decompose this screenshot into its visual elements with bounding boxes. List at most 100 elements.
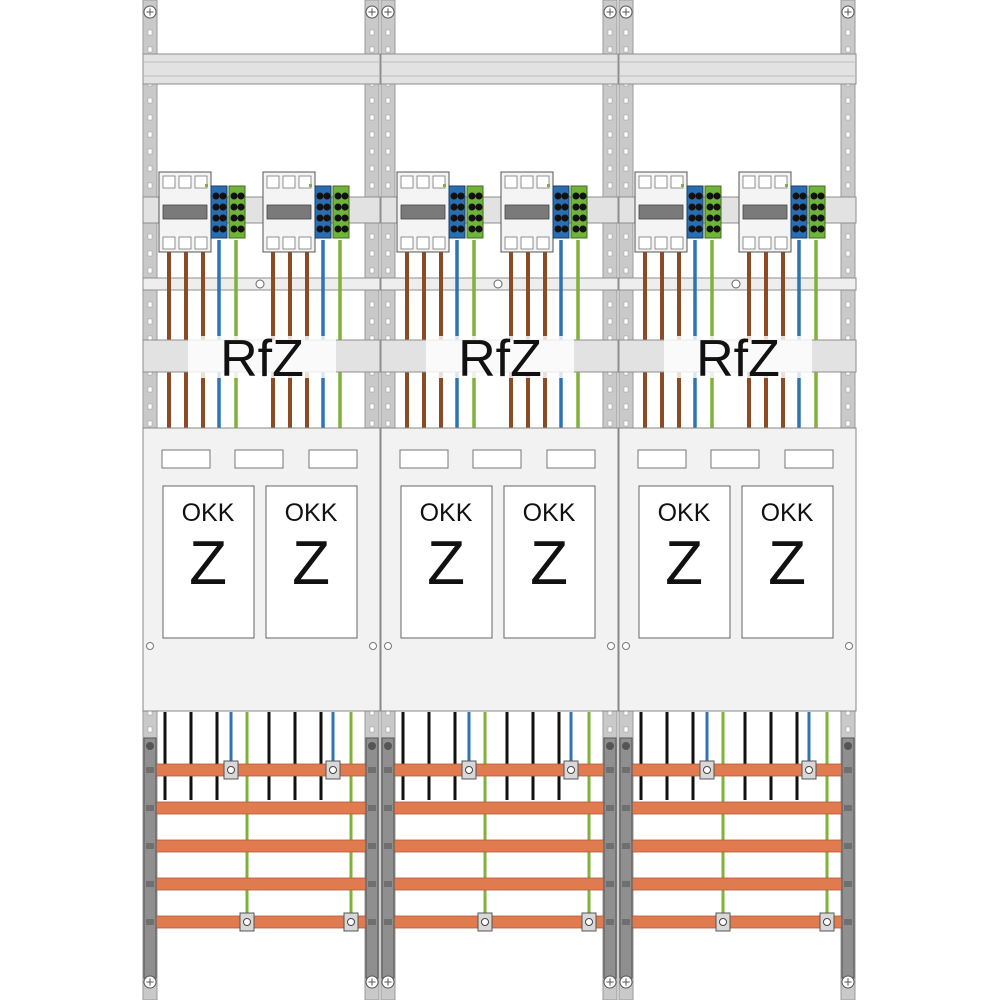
screw-icon — [381, 5, 395, 19]
label-slot — [161, 449, 211, 469]
terminal-hole — [237, 203, 245, 211]
support-slot — [606, 767, 614, 773]
upright-hole — [623, 403, 629, 410]
support-slot — [146, 919, 154, 925]
clamp-screw — [805, 766, 813, 774]
support-slot — [368, 919, 376, 925]
support-slot — [368, 805, 376, 811]
upright-hole — [845, 250, 851, 257]
meter-z-label: Z — [427, 529, 465, 598]
breaker-group — [738, 171, 826, 430]
label-slot — [234, 449, 284, 469]
upright-hole — [385, 318, 391, 325]
breaker-terminal — [282, 236, 296, 250]
terminal-hole — [219, 214, 227, 222]
upright-hole — [607, 46, 613, 53]
screw-icon — [143, 5, 157, 19]
busbar-support — [381, 737, 395, 989]
upright-hole — [385, 386, 391, 393]
breaker-toggle — [400, 204, 446, 220]
upright-hole — [607, 301, 613, 308]
terminal-hole — [554, 214, 562, 222]
terminal-hole — [230, 203, 238, 211]
breaker-icon — [262, 171, 316, 253]
upright-hole — [385, 420, 391, 427]
terminal-hole — [554, 203, 562, 211]
terminal-hole — [450, 225, 458, 233]
upright-hole — [607, 97, 613, 104]
terminal-hole — [688, 225, 696, 233]
terminal-hole — [316, 192, 324, 200]
support-slot — [622, 919, 630, 925]
busbar-clamp-icon — [581, 912, 597, 932]
terminal-hole — [799, 203, 807, 211]
terminal-hole — [572, 214, 580, 222]
rfz-label-plate — [188, 336, 336, 378]
upright-hole — [147, 29, 153, 36]
terminal-hole — [323, 203, 331, 211]
breaker-icon — [396, 171, 450, 253]
terminal-hole — [554, 192, 562, 200]
breaker-toggle — [162, 204, 208, 220]
screw-icon — [365, 975, 379, 989]
terminal-hole — [219, 225, 227, 233]
screw-icon — [841, 975, 855, 989]
screw-icon — [619, 5, 633, 19]
upright-hole — [147, 318, 153, 325]
support-hole — [255, 279, 265, 289]
upright-hole — [369, 233, 375, 240]
breaker-indicator — [443, 184, 446, 187]
upright-hole — [147, 46, 153, 53]
terminal-hole — [475, 225, 483, 233]
terminal-hole — [323, 192, 331, 200]
support-slot — [622, 843, 630, 849]
terminal-block-icon — [228, 185, 246, 239]
upright-hole — [607, 148, 613, 155]
lower-wiring — [150, 712, 374, 932]
support-slot — [384, 881, 392, 887]
upright-hole — [369, 403, 375, 410]
breaker-terminal — [536, 236, 550, 250]
upright-hole — [623, 386, 629, 393]
upright-hole — [369, 182, 375, 189]
breaker-icon — [634, 171, 688, 253]
terminal-hole — [334, 203, 342, 211]
upright-hole — [845, 318, 851, 325]
lower-wiring — [388, 712, 612, 932]
upright-hole — [369, 267, 375, 274]
upright-hole — [147, 131, 153, 138]
support-post — [603, 737, 617, 979]
upright-hole — [623, 46, 629, 53]
din-rail-top — [142, 53, 381, 85]
terminal-hole — [341, 225, 349, 233]
terminal-hole — [713, 225, 721, 233]
okk-label: OKK — [285, 499, 338, 527]
label-slot — [784, 449, 834, 469]
breaker-toggle — [504, 204, 550, 220]
upright-hole — [385, 46, 391, 53]
support-post — [381, 737, 395, 979]
breaker-terminal — [432, 236, 446, 250]
terminal-hole — [219, 203, 227, 211]
terminal-hole — [810, 192, 818, 200]
breaker-indicator — [309, 184, 312, 187]
support-top-bolt — [622, 742, 630, 750]
support-slot — [146, 767, 154, 773]
screw-icon — [365, 5, 379, 19]
upright-hole — [369, 148, 375, 155]
upright-hole — [147, 420, 153, 427]
terminal-hole — [706, 203, 714, 211]
terminal-hole — [688, 214, 696, 222]
terminal-hole — [334, 214, 342, 222]
terminal-hole — [810, 203, 818, 211]
copper-busbar — [150, 915, 374, 929]
support-slot — [146, 881, 154, 887]
copper-busbar — [388, 915, 612, 929]
terminal-hole — [468, 214, 476, 222]
upright-hole — [369, 301, 375, 308]
terminal-hole — [695, 192, 703, 200]
upright-hole — [607, 726, 613, 733]
